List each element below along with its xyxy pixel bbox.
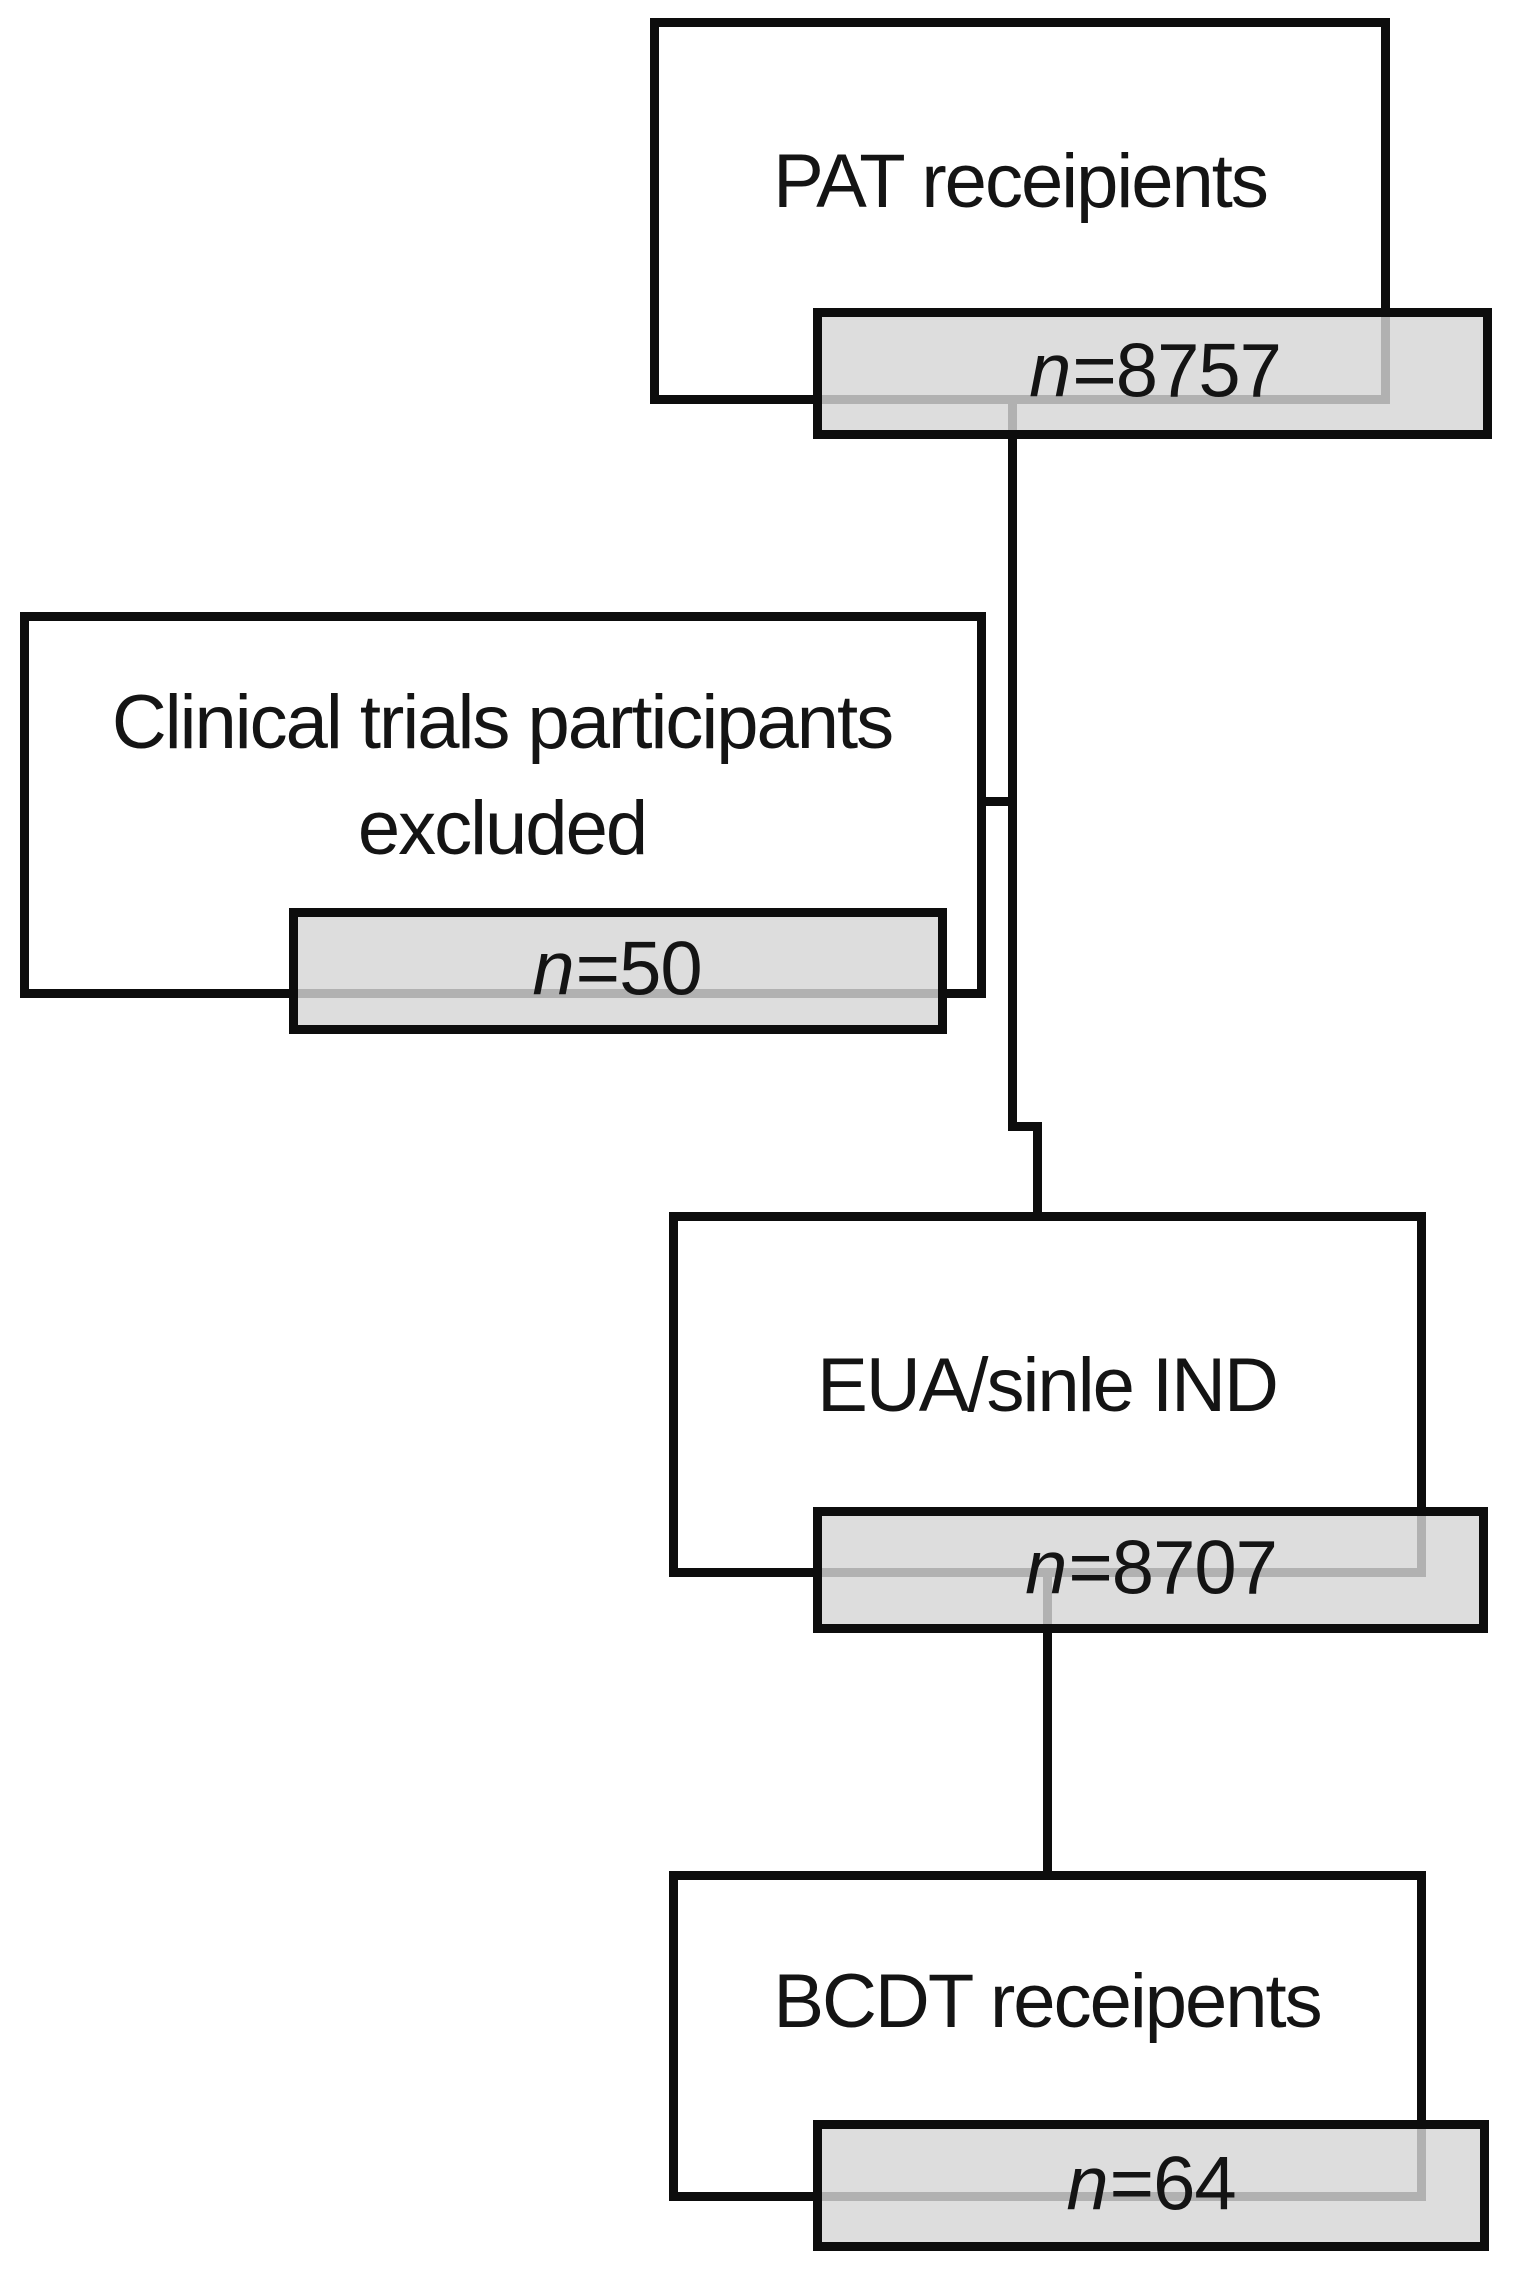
pat-count-box: [813, 308, 1492, 439]
excluded-count-number: =50: [575, 926, 703, 1012]
excluded-label-line2: excluded: [357, 786, 648, 871]
pat-count-value: n=8757: [1029, 328, 1282, 415]
excluded-count-box: [289, 908, 947, 1034]
n-symbol: n: [1029, 328, 1071, 414]
pat-recipients-label: PAT receipients: [773, 139, 1269, 224]
connector-excluded-branch-stub: [980, 797, 1014, 806]
eua-count-box: [813, 1507, 1488, 1633]
n-symbol: n: [1066, 2141, 1108, 2227]
bcdt-count-box: [813, 2120, 1489, 2251]
pat-count-number: =8757: [1072, 328, 1281, 414]
bcdt-count-number: =64: [1109, 2141, 1237, 2227]
connector-pat-to-eua-lower-segment: [1033, 1122, 1042, 1221]
excluded-label-line1: Clinical trials participants: [111, 680, 894, 765]
eua-count-number: =8707: [1068, 1525, 1277, 1611]
excluded-count-value: n=50: [532, 926, 703, 1013]
bcdt-count-value: n=64: [1066, 2141, 1237, 2228]
connector-pat-to-eua-upper-segment: [1008, 398, 1017, 1131]
eua-count-value: n=8707: [1025, 1525, 1278, 1612]
bcdt-recipients-label: BCDT receipents: [773, 1959, 1322, 2044]
n-symbol: n: [532, 926, 574, 1012]
n-symbol: n: [1025, 1525, 1067, 1611]
eua-single-ind-label: EUA/sinle IND: [817, 1343, 1279, 1428]
clinical-trials-excluded-label: Clinical trials participants excluded: [111, 670, 894, 882]
connector-pat-to-eua-jog: [1008, 1122, 1042, 1131]
connector-eua-to-bcdt: [1043, 1570, 1052, 1878]
